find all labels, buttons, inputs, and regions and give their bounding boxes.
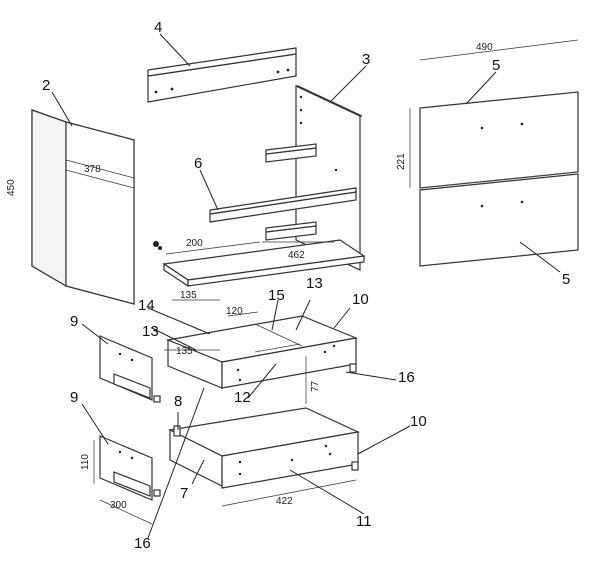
dim-200: 200	[186, 238, 203, 249]
callout-11: 11	[356, 513, 372, 530]
callout-8: 8	[174, 393, 182, 410]
dim-77: 77	[310, 380, 321, 392]
leader-lines	[51, 33, 561, 539]
callout-2: 2	[42, 77, 50, 94]
dimension-lines	[31, 39, 579, 525]
part-9-upper-slide-panel	[99, 335, 161, 403]
callout-16-right: 16	[398, 369, 415, 386]
callout-4: 4	[154, 19, 162, 36]
callout-16-bottom: 16	[134, 535, 151, 552]
part-5-front-panels	[419, 91, 579, 267]
callout-10-upper: 10	[352, 291, 369, 308]
callout-14: 14	[138, 297, 155, 314]
callout-3: 3	[362, 51, 370, 68]
callout-5-top: 5	[492, 57, 500, 74]
dim-300: 300	[110, 500, 127, 511]
callout-15: 15	[268, 287, 285, 304]
dim-462: 462	[288, 250, 305, 261]
part-6-rails	[209, 143, 357, 241]
upper-drawer-box	[165, 315, 359, 389]
dim-135-side: 135	[176, 346, 193, 357]
callout-7: 7	[180, 485, 188, 502]
dim-490: 490	[476, 42, 493, 53]
callout-10-lower: 10	[410, 413, 427, 430]
part-9-lower-slide-panel	[99, 435, 161, 501]
dim-110: 110	[80, 454, 91, 470]
dim-135-top: 135	[180, 290, 197, 301]
callout-12: 12	[234, 389, 251, 406]
dim-450: 450	[6, 179, 17, 196]
callout-5-bottom: 5	[562, 271, 570, 288]
dim-422: 422	[276, 496, 293, 507]
callout-9-upper: 9	[70, 313, 78, 330]
callout-6: 6	[194, 155, 202, 172]
dim-221: 221	[396, 153, 407, 170]
dim-120: 120	[226, 306, 243, 317]
bottom-shelf	[153, 239, 366, 288]
callout-13-right: 13	[306, 275, 323, 292]
lower-drawer-box	[168, 407, 360, 489]
dim-378: 378	[84, 164, 101, 175]
callout-9-lower: 9	[70, 389, 78, 406]
part-4-top-rail	[147, 47, 297, 103]
callout-13-left: 13	[142, 323, 159, 340]
part-2-side-panel	[31, 109, 135, 305]
